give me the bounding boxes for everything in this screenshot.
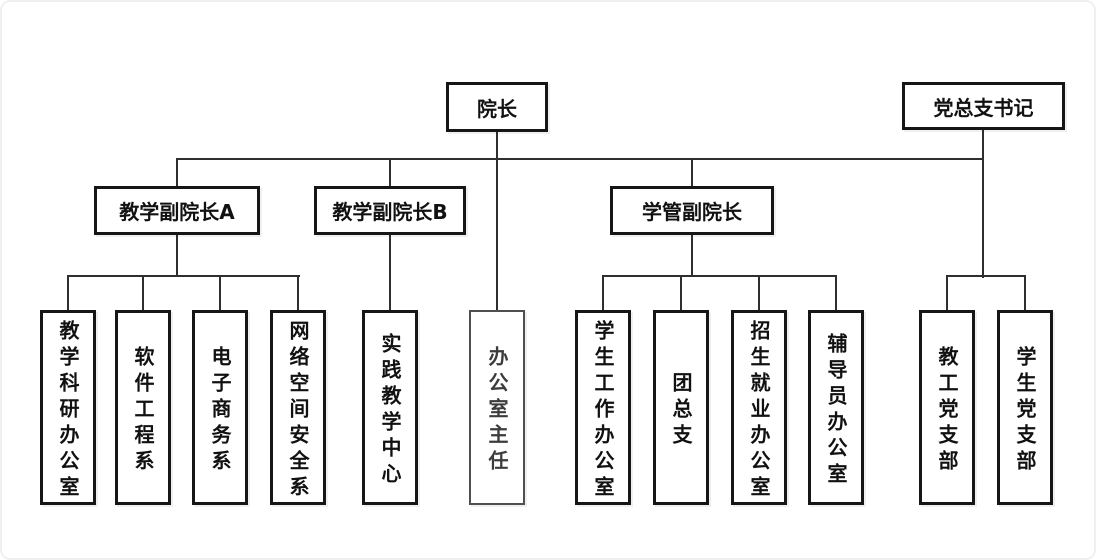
edge-drop-admissions-employment — [758, 275, 760, 311]
node-vice-dean-student-affairs-label: 学管副院长 — [642, 200, 742, 224]
node-counselor-office-label: 辅导员办公室 — [824, 332, 848, 489]
node-practical-teaching-center: 实践教学中心 — [362, 310, 418, 505]
node-teaching-research-office: 教学科研办公室 — [40, 310, 96, 505]
node-teaching-research-office-label: 教学科研办公室 — [56, 319, 80, 502]
node-league-general-branch: 团总支 — [653, 310, 709, 505]
edge-vice-dean-a-bus — [67, 275, 300, 277]
node-software-engineering-dept-label: 软件工程系 — [131, 345, 155, 476]
node-office-director: 办公室主任 — [469, 310, 525, 505]
edge-vice-dean-student-down — [691, 234, 693, 277]
node-party-branch-secretary: 党总支书记 — [902, 82, 1065, 130]
node-dean: 院长 — [446, 82, 548, 132]
edge-drop-teaching-research-office — [67, 275, 69, 311]
edge-drop-student-party-branch — [1024, 275, 1026, 311]
node-vice-dean-teaching-a-label: 教学副院长A — [119, 200, 235, 224]
node-league-general-branch-label: 团总支 — [669, 371, 693, 450]
edge-party-secretary-down — [982, 128, 984, 278]
edge-bus-to-vice-dean-a — [176, 158, 178, 187]
node-student-work-office: 学生工作办公室 — [575, 310, 631, 505]
edge-vice-dean-student-bus — [602, 275, 837, 277]
edge-dean-to-office-director — [496, 130, 498, 311]
node-party-branch-secretary-label: 党总支书记 — [933, 95, 1034, 120]
edge-party-bus — [946, 275, 1026, 277]
node-counselor-office: 辅导员办公室 — [808, 310, 864, 505]
node-e-commerce-dept: 电子商务系 — [192, 310, 248, 505]
edge-vice-dean-a-down — [176, 234, 178, 277]
node-e-commerce-dept-label: 电子商务系 — [208, 345, 232, 476]
edge-drop-student-work-office — [602, 275, 604, 311]
node-cyberspace-security-dept-label: 网络空间安全系 — [286, 319, 310, 502]
edge-drop-software-engineering — [142, 275, 144, 311]
node-practical-teaching-center-label: 实践教学中心 — [378, 332, 402, 489]
node-student-party-branch: 学生党支部 — [997, 310, 1053, 505]
node-vice-dean-student-affairs: 学管副院长 — [610, 186, 774, 235]
node-faculty-party-branch-label: 教工党支部 — [935, 345, 959, 476]
node-faculty-party-branch: 教工党支部 — [919, 310, 975, 505]
edge-vice-dean-b-down — [389, 234, 391, 311]
node-vice-dean-teaching-b-label: 教学副院长B — [332, 200, 448, 224]
edge-drop-counselor-office — [835, 275, 837, 311]
edge-drop-e-commerce — [219, 275, 221, 311]
node-student-work-office-label: 学生工作办公室 — [591, 319, 615, 502]
edge-main-bus — [176, 158, 984, 160]
node-vice-dean-teaching-b: 教学副院长B — [314, 186, 466, 235]
node-admissions-employment-office: 招生就业办公室 — [731, 310, 787, 505]
node-dean-label: 院长 — [477, 96, 517, 121]
node-office-director-label: 办公室主任 — [485, 345, 509, 476]
node-student-party-branch-label: 学生党支部 — [1013, 345, 1037, 476]
node-vice-dean-teaching-a: 教学副院长A — [94, 186, 260, 235]
edge-bus-to-vice-dean-student — [691, 158, 693, 187]
edge-bus-to-vice-dean-b — [389, 158, 391, 187]
edge-drop-league-general-branch — [680, 275, 682, 311]
node-cyberspace-security-dept: 网络空间安全系 — [270, 310, 326, 505]
edge-drop-faculty-party-branch — [946, 275, 948, 311]
node-admissions-employment-office-label: 招生就业办公室 — [747, 319, 771, 502]
edge-drop-cyberspace-security — [297, 275, 299, 311]
node-software-engineering-dept: 软件工程系 — [115, 310, 171, 505]
